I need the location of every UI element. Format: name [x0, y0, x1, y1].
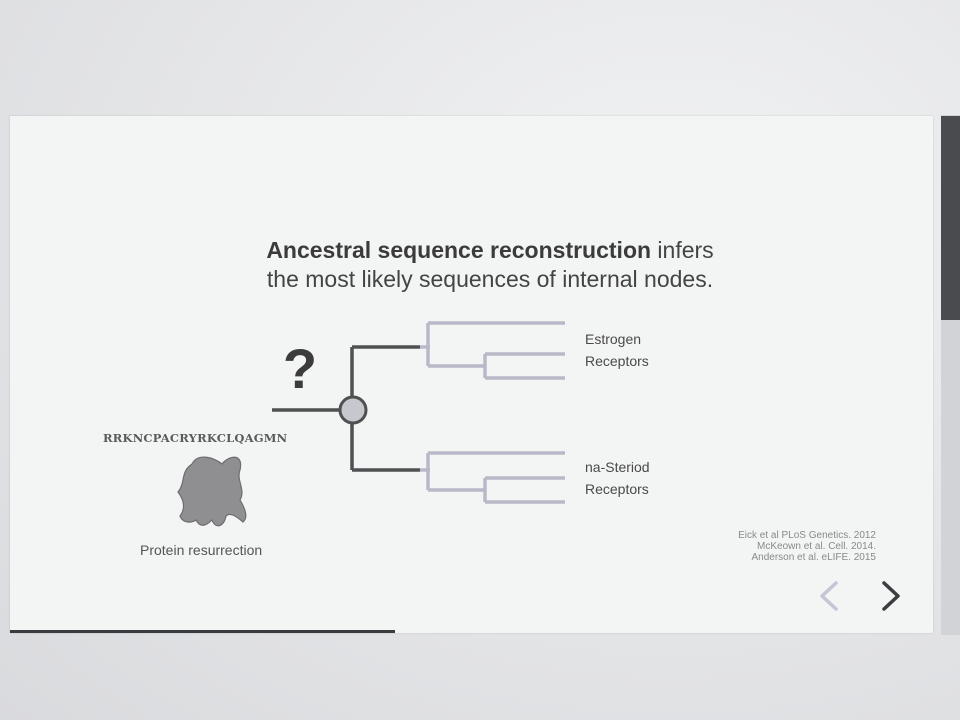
- clade-top-line1: Estrogen: [585, 331, 642, 347]
- reference-2: McKeown et al. Cell. 2014.: [757, 541, 876, 552]
- reference-3: Anderson et al. eLIFE. 2015: [751, 552, 876, 563]
- clade-label-estrogen: Estrogen Receptors: [585, 328, 649, 372]
- ancestral-sequence: RRKNCPACRYRKCLQAGMN: [103, 431, 288, 445]
- prev-slide-button[interactable]: [812, 578, 846, 614]
- clade-bottom-line1: na-Steriod: [585, 459, 650, 475]
- title-bold-text: Ancestral sequence reconstruction: [266, 237, 652, 263]
- next-slide-button[interactable]: [874, 578, 908, 614]
- title-rest-text: infers: [651, 237, 714, 263]
- question-mark: ?: [283, 337, 317, 400]
- slide-panel: [10, 116, 933, 633]
- chevron-left-icon: [820, 581, 838, 611]
- estrogen-clade-branches: [420, 321, 565, 380]
- title-line-2: the most likely sequences of internal no…: [266, 266, 714, 292]
- protein-caption: Protein resurrection: [140, 542, 263, 558]
- clade-bottom-line2: Receptors: [585, 481, 649, 497]
- reference-1: Eick et al PLoS Genetics. 2012: [738, 530, 876, 541]
- references: Eick et al PLoS Genetics. 2012 McKeown e…: [640, 530, 876, 563]
- slide-title: Ancestral sequence reconstruction infers…: [100, 236, 880, 294]
- chevron-right-icon: [882, 581, 900, 611]
- clade-top-line2: Receptors: [585, 353, 649, 369]
- na-steroid-clade-branches: [420, 451, 565, 504]
- protein-icon: [177, 456, 247, 527]
- clade-label-na-steroid: na-Steriod Receptors: [585, 456, 650, 500]
- ancestral-node: [338, 395, 368, 425]
- scrollbar-thumb[interactable]: [941, 116, 960, 320]
- slide-progress-bar: [10, 630, 395, 633]
